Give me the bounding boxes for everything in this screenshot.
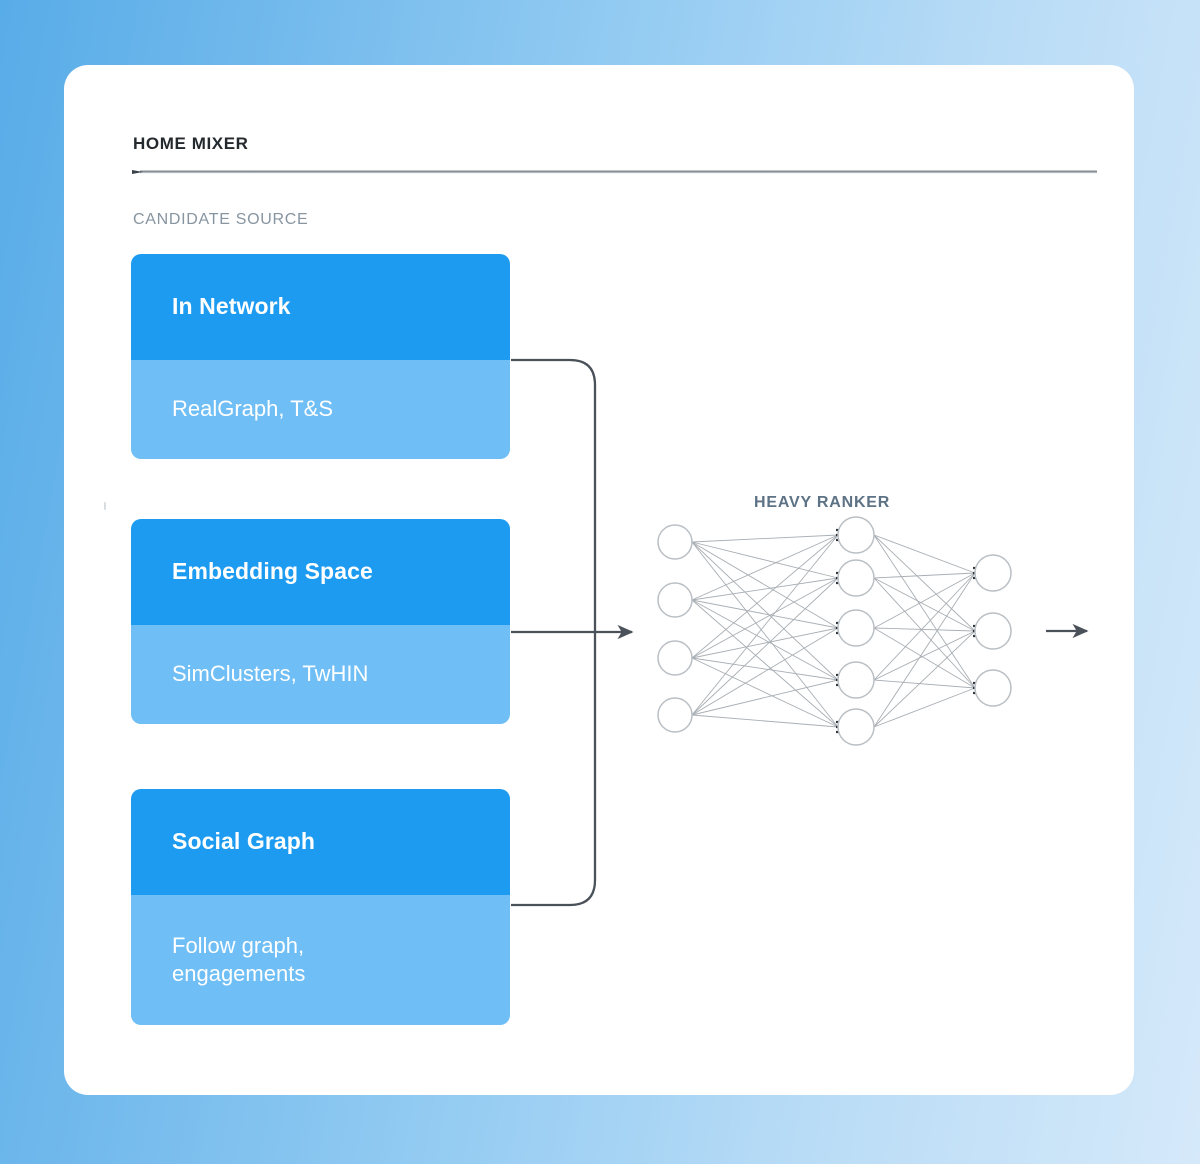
header-rule (132, 170, 1097, 174)
card-subtitle: Follow graph, engagements (172, 932, 306, 986)
candidate-source-card[interactable]: Embedding Space SimClusters, TwHIN (131, 519, 510, 724)
card-subtitle: SimClusters, TwHIN (172, 661, 369, 687)
card-header: Embedding Space (131, 519, 510, 625)
card-title: Embedding Space (172, 558, 373, 585)
stray-mark (104, 502, 106, 510)
card-header: Social Graph (131, 789, 510, 895)
card-body: Follow graph, engagements (131, 895, 510, 1025)
card-body: SimClusters, TwHIN (131, 625, 510, 724)
card-title: In Network (172, 293, 291, 320)
card-body: RealGraph, T&S (131, 360, 510, 459)
card-header: In Network (131, 254, 510, 360)
candidate-source-card[interactable]: Social Graph Follow graph, engagements (131, 789, 510, 1025)
page-title: HOME MIXER (133, 134, 249, 153)
card-title: Social Graph (172, 828, 316, 855)
heavy-ranker-label: HEAVY RANKER (754, 494, 891, 511)
card-subtitle: RealGraph, T&S (172, 396, 334, 422)
candidate-source-label: CANDIDATE SOURCE (133, 211, 309, 228)
left-triangle-arrow-icon (132, 170, 143, 174)
candidate-source-card[interactable]: In Network RealGraph, T&S (131, 254, 510, 459)
